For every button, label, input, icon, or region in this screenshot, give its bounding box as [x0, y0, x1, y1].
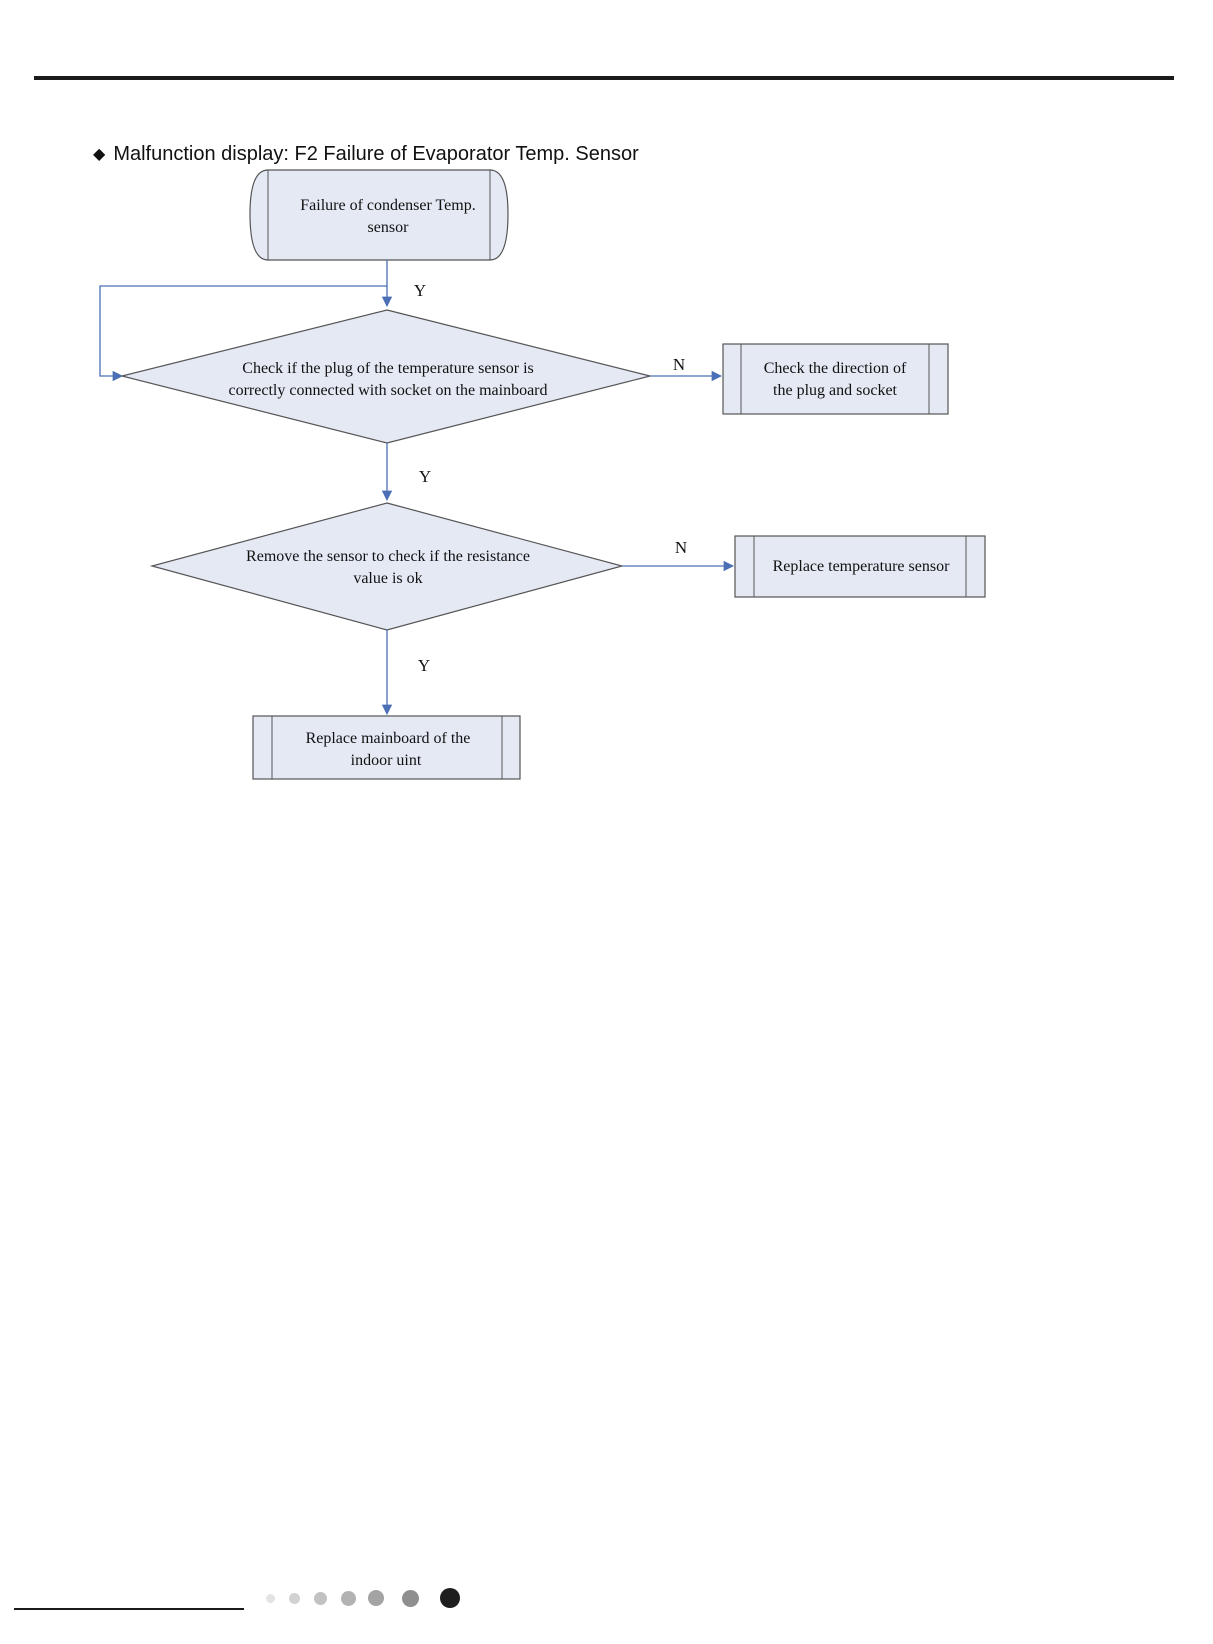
- label-decision-1-no: N: [673, 355, 685, 374]
- action-3-line-2: indoor uint: [351, 752, 422, 769]
- decision-1-line-2: correctly connected with socket on the m…: [229, 382, 548, 399]
- page-dot: [313, 1591, 327, 1605]
- decision-1-line-1: Check if the plug of the temperature sen…: [242, 360, 533, 377]
- page-dot-active: [440, 1588, 460, 1608]
- page-dot: [368, 1590, 384, 1606]
- section-heading: ◆ Malfunction display: F2 Failure of Evap…: [93, 143, 639, 166]
- action-3-line-1: Replace mainboard of the: [306, 730, 471, 747]
- action-node-replace-sensor: Replace temperature sensor: [734, 535, 986, 598]
- header-rule: [34, 76, 1174, 80]
- page-dot: [288, 1592, 300, 1604]
- action-1-line-1: Check the direction of: [764, 360, 907, 377]
- page-dot: [401, 1589, 419, 1607]
- action-2-line-1: Replace temperature sensor: [773, 558, 950, 575]
- section-heading-text: Malfunction display: F2 Failure of Evapo…: [113, 143, 639, 165]
- action-node-replace-mainboard: Replace mainboard of the indoor uint: [252, 715, 521, 780]
- page-dot: [265, 1593, 275, 1603]
- label-decision-1-yes: Y: [419, 467, 431, 486]
- decision-node-2: Remove the sensor to check if the resist…: [149, 502, 625, 631]
- start-node-line-1: Failure of condenser Temp.: [300, 197, 475, 214]
- start-node: Failure of condenser Temp. sensor: [249, 169, 509, 261]
- connector-loop-back: [99, 285, 387, 382]
- decision-2-line-1: Remove the sensor to check if the resist…: [246, 548, 530, 565]
- label-decision-2-yes: Y: [418, 656, 430, 675]
- footer-rule: [14, 1608, 244, 1610]
- label-decision-2-no: N: [675, 538, 687, 557]
- decision-2-line-2: value is ok: [353, 570, 422, 587]
- action-1-line-2: the plug and socket: [773, 382, 898, 399]
- label-start-yes: Y: [414, 281, 426, 300]
- page-dot: [340, 1590, 356, 1606]
- start-node-line-2: sensor: [368, 219, 410, 236]
- decision-node-1: Check if the plug of the temperature sen…: [121, 309, 651, 444]
- action-node-check-direction: Check the direction of the plug and sock…: [722, 343, 949, 415]
- diamond-bullet-icon: ◆: [93, 146, 106, 163]
